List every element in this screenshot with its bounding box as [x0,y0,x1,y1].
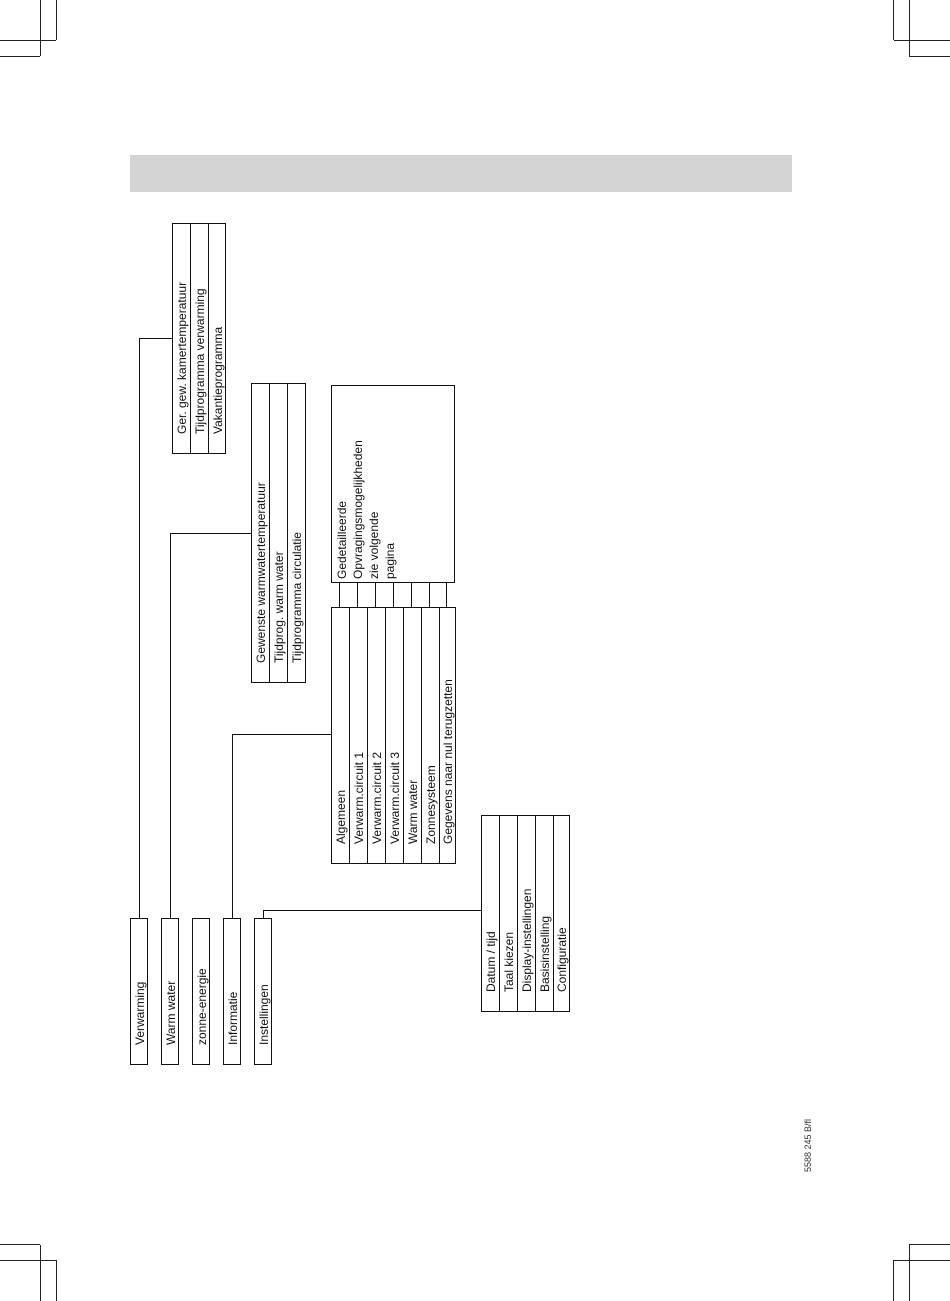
submenu-label: Display-instellingen [520,888,534,992]
submenu-item[interactable]: Gegevens naar nul terugzetten [440,608,455,863]
note-line: Gedetailleerde [335,500,349,579]
document-number: 5588 245 B/fl [803,1118,813,1172]
header-band [130,155,792,192]
menu-label: Warm water [164,980,178,1045]
submenu-item[interactable]: Gewenste warmwatertemperatuur [252,384,270,682]
submenu-label: Ger. gew. kamertemperatuur [175,281,189,434]
verwarming-submenu: Ger. gew. kamertemperatuur Tijdprogramma… [172,223,226,454]
informatie-submenu: Algemeen Verwarm.circuit 1 Verwarm.circu… [331,607,456,864]
main-menu-item-zonne-energie[interactable]: zonne-energie [192,918,210,1065]
submenu-item[interactable]: Tijdprogramma circulatie [288,384,306,682]
main-menu-item-informatie[interactable]: Informatie [223,918,241,1065]
submenu-label: Configuratie [555,927,569,992]
submenu-label: Tijdprogramma verwarming [193,288,207,434]
note-line: zie volgende [367,511,381,579]
submenu-label: Verwarm.circuit 3 [388,751,402,844]
instellingen-submenu: Datum / tijd Taal kiezen Display-instell… [481,815,570,1012]
submenu-item[interactable]: Datum / tijd [482,816,500,1011]
submenu-item[interactable]: Warm water [404,608,422,863]
submenu-label: Zonnesysteem [424,765,438,844]
submenu-item[interactable]: Tijdprog. warm water [270,384,288,682]
informatie-note-box: Gedetailleerde Opvragingsmogelijkheden z… [331,385,455,583]
submenu-item[interactable]: Tijdprogramma verwarming [191,224,209,453]
warm-water-submenu: Gewenste warmwatertemperatuur Tijdprog. … [251,383,306,683]
submenu-label: Vakantieprogramma [211,326,225,434]
submenu-item[interactable]: Vakantieprogramma [209,224,226,453]
submenu-label: Basisinstelling [538,915,552,992]
menu-label: Informatie [226,991,240,1045]
submenu-item[interactable]: Algemeen [332,608,350,863]
menu-label: Instellingen [257,984,271,1045]
submenu-item[interactable]: Verwarm.circuit 3 [386,608,404,863]
submenu-item[interactable]: Basisinstelling [536,816,554,1011]
submenu-item[interactable]: Display-instellingen [518,816,536,1011]
main-menu-item-verwarming[interactable]: Verwarming [130,918,148,1065]
submenu-label: Tijdprogramma circulatie [290,532,304,663]
submenu-label: Tijdprog. warm water [272,551,286,663]
submenu-item[interactable]: Taal kiezen [500,816,518,1011]
note-line: pagina [383,542,397,579]
submenu-item[interactable]: Zonnesysteem [422,608,440,863]
submenu-label: Warm water [406,779,420,844]
submenu-label: Gegevens naar nul terugzetten [441,679,455,844]
main-menu-item-instellingen[interactable]: Instellingen [254,918,272,1065]
submenu-label: Algemeen [334,789,348,844]
submenu-item[interactable]: Verwarm.circuit 1 [350,608,368,863]
submenu-item[interactable]: Verwarm.circuit 2 [368,608,386,863]
submenu-label: Verwarm.circuit 1 [352,751,366,844]
menu-label: zonne-energie [195,968,209,1045]
menu-label: Verwarming [133,981,147,1045]
submenu-item[interactable]: Configuratie [554,816,569,1011]
submenu-label: Taal kiezen [502,931,516,992]
submenu-label: Verwarm.circuit 2 [370,751,384,844]
submenu-label: Gewenste warmwatertemperatuur [254,482,268,663]
submenu-label: Datum / tijd [484,931,498,992]
main-menu-item-warm-water[interactable]: Warm water [161,918,179,1065]
submenu-item[interactable]: Ger. gew. kamertemperatuur [173,224,191,453]
note-line: Opvragingsmogelijkheden [351,440,365,579]
